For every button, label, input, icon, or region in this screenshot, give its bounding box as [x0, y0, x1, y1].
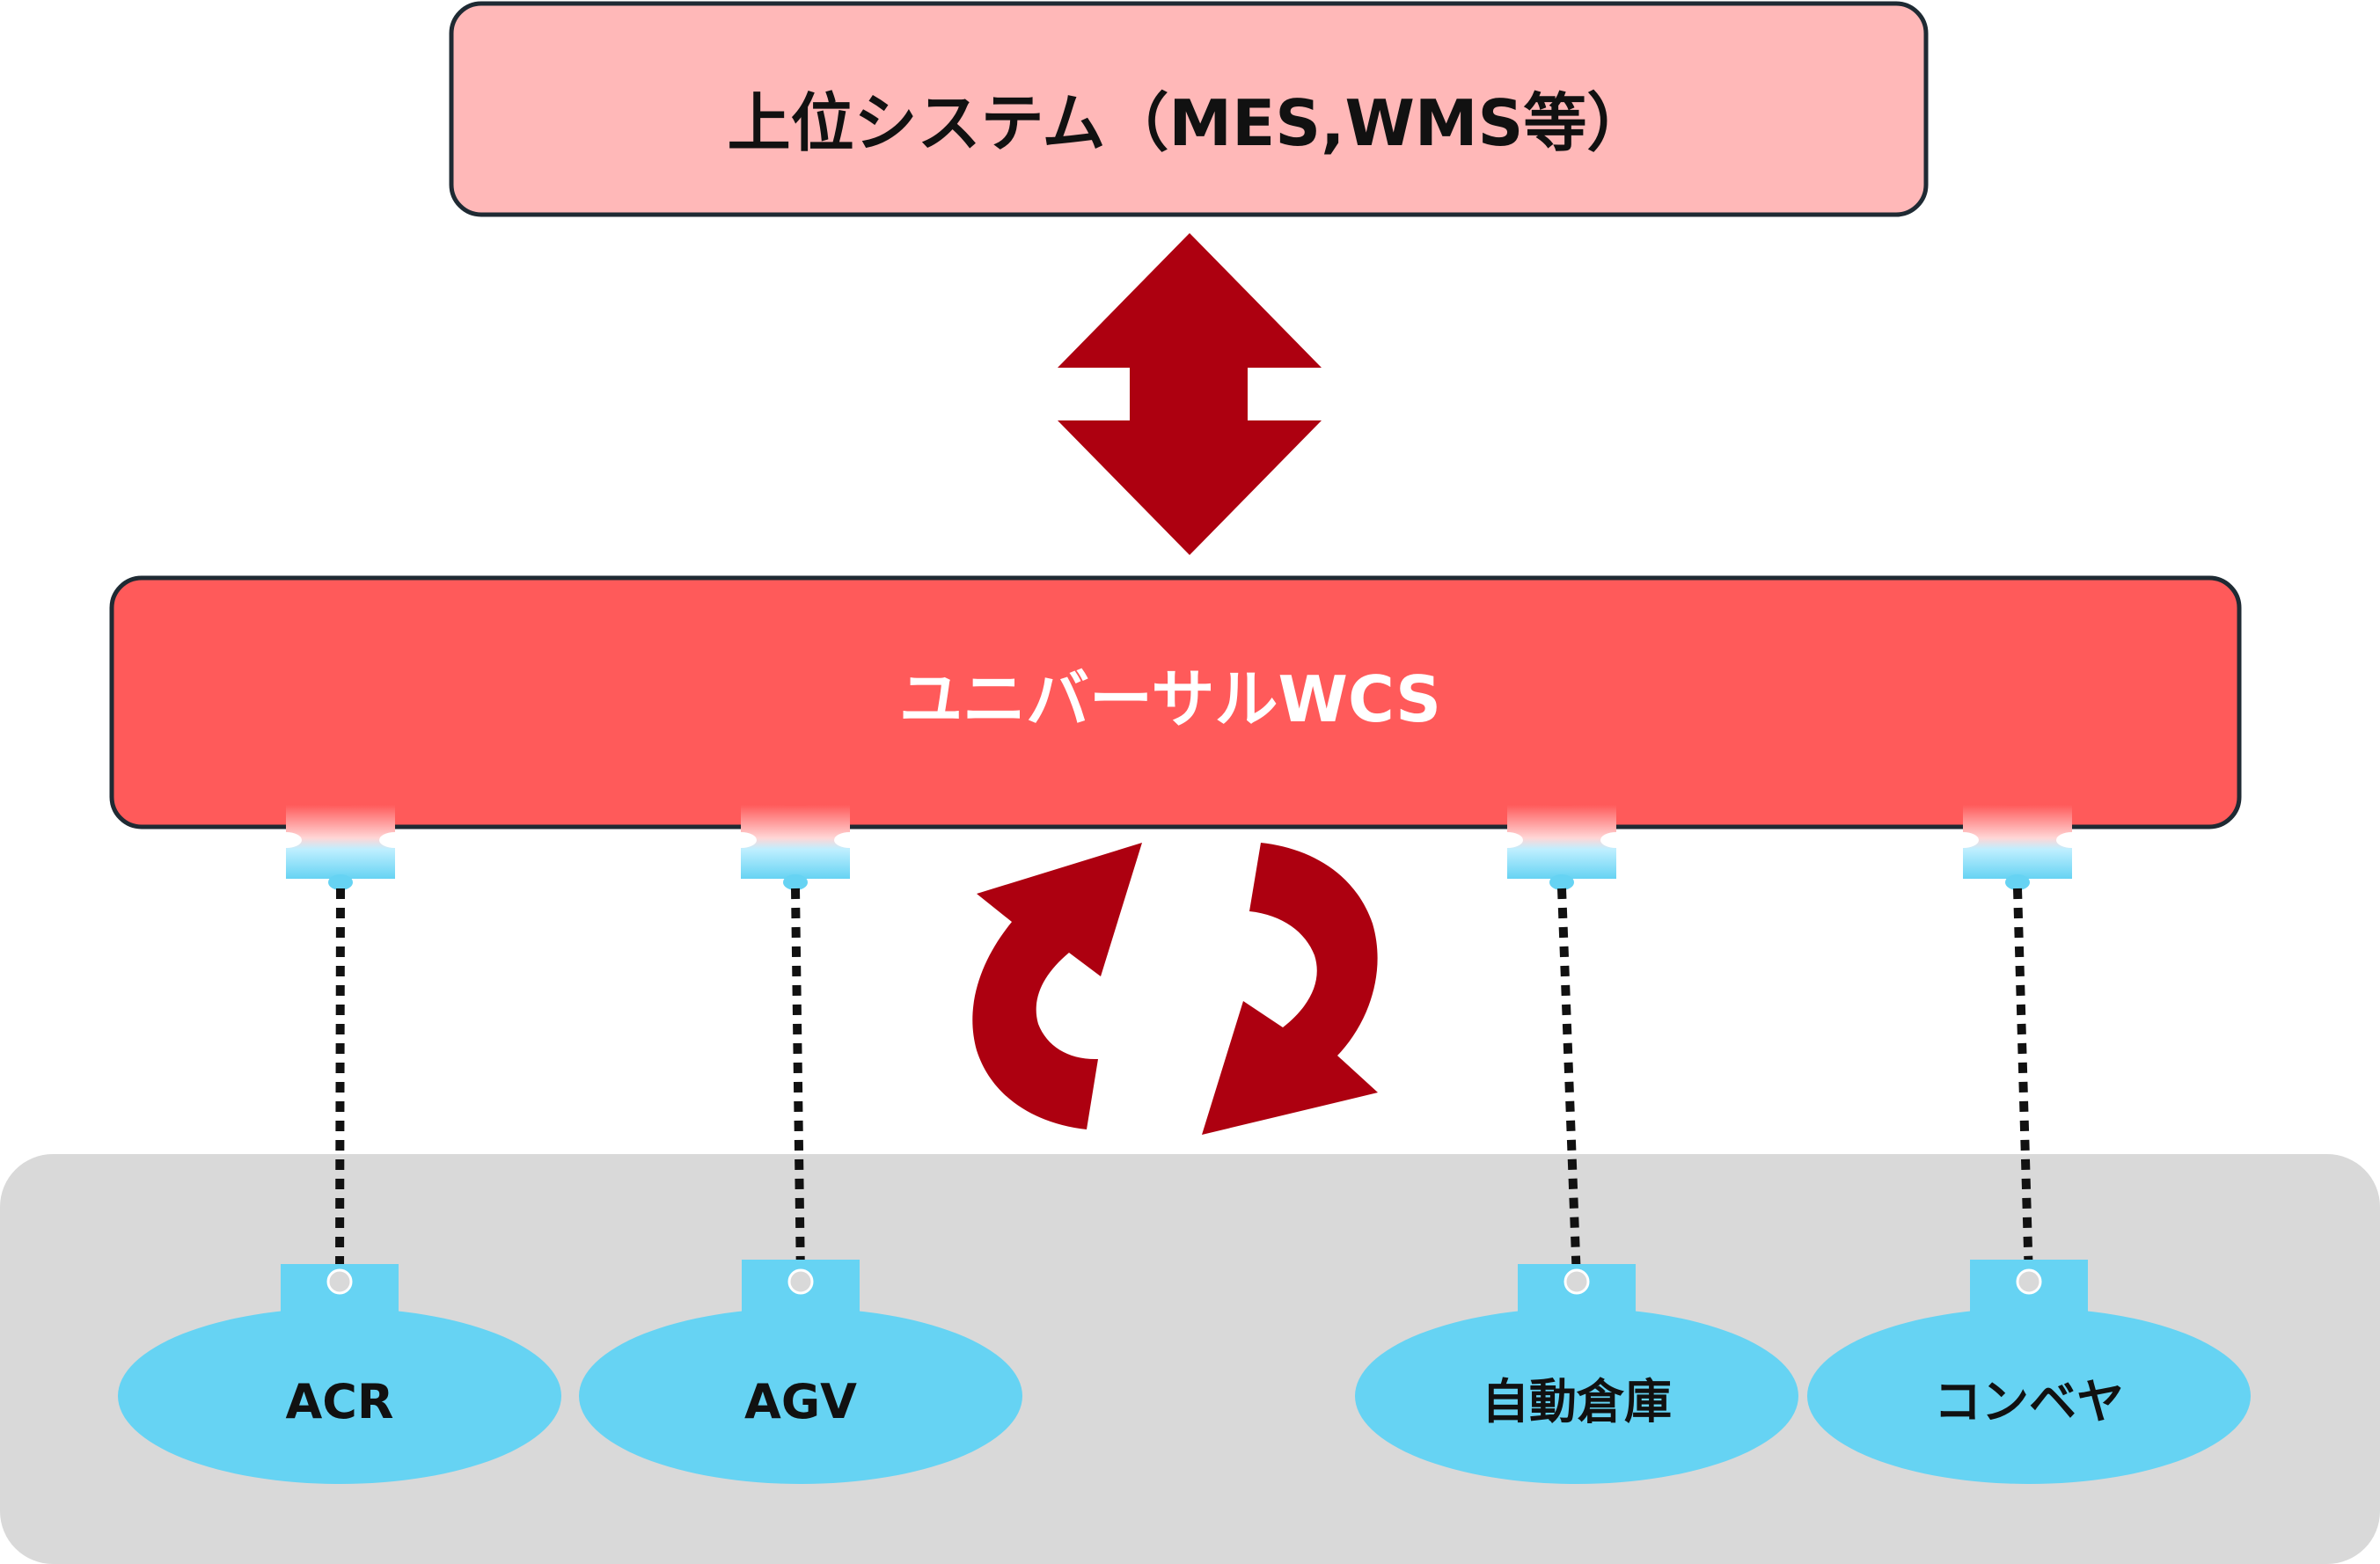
upper-system-label: 上位システム（MES,WMS等） — [728, 86, 1651, 160]
universal-wcs-label: ユニバーサルWCS — [899, 662, 1441, 736]
link-conveyor — [2013, 888, 2033, 1281]
device-agv: AGV — [579, 1260, 1022, 1484]
device-floor-area — [0, 1154, 2380, 1564]
device-label-automated-warehouse: 自動倉庫 — [1482, 1374, 1672, 1429]
device-conveyor: コンベヤ — [1807, 1260, 2251, 1484]
cycle-arrows-icon — [972, 843, 1378, 1135]
device-label-conveyor: コンベヤ — [1934, 1374, 2124, 1429]
device-automated-warehouse: 自動倉庫 — [1355, 1264, 1798, 1484]
upper-system-box: 上位システム（MES,WMS等） — [449, 1, 1929, 217]
device-label-agv: AGV — [744, 1374, 857, 1429]
link-automated-warehouse — [1557, 888, 1581, 1281]
devices: ACR AGV 自動倉庫 コンベヤ — [118, 1260, 2251, 1484]
link-agv — [791, 888, 805, 1281]
device-label-acr: ACR — [285, 1374, 393, 1429]
bidirectional-arrow-icon — [1058, 233, 1322, 555]
wcs-connectors — [270, 793, 2088, 890]
connector-conveyor — [1947, 793, 2088, 890]
universal-wcs-box: ユニバーサルWCS — [109, 575, 2242, 830]
connector-acr — [270, 793, 411, 890]
connection-lines — [335, 888, 2033, 1281]
device-acr: ACR — [118, 1264, 561, 1484]
connector-automated-warehouse — [1491, 793, 1632, 890]
link-acr — [335, 888, 345, 1281]
connector-agv — [725, 793, 866, 890]
